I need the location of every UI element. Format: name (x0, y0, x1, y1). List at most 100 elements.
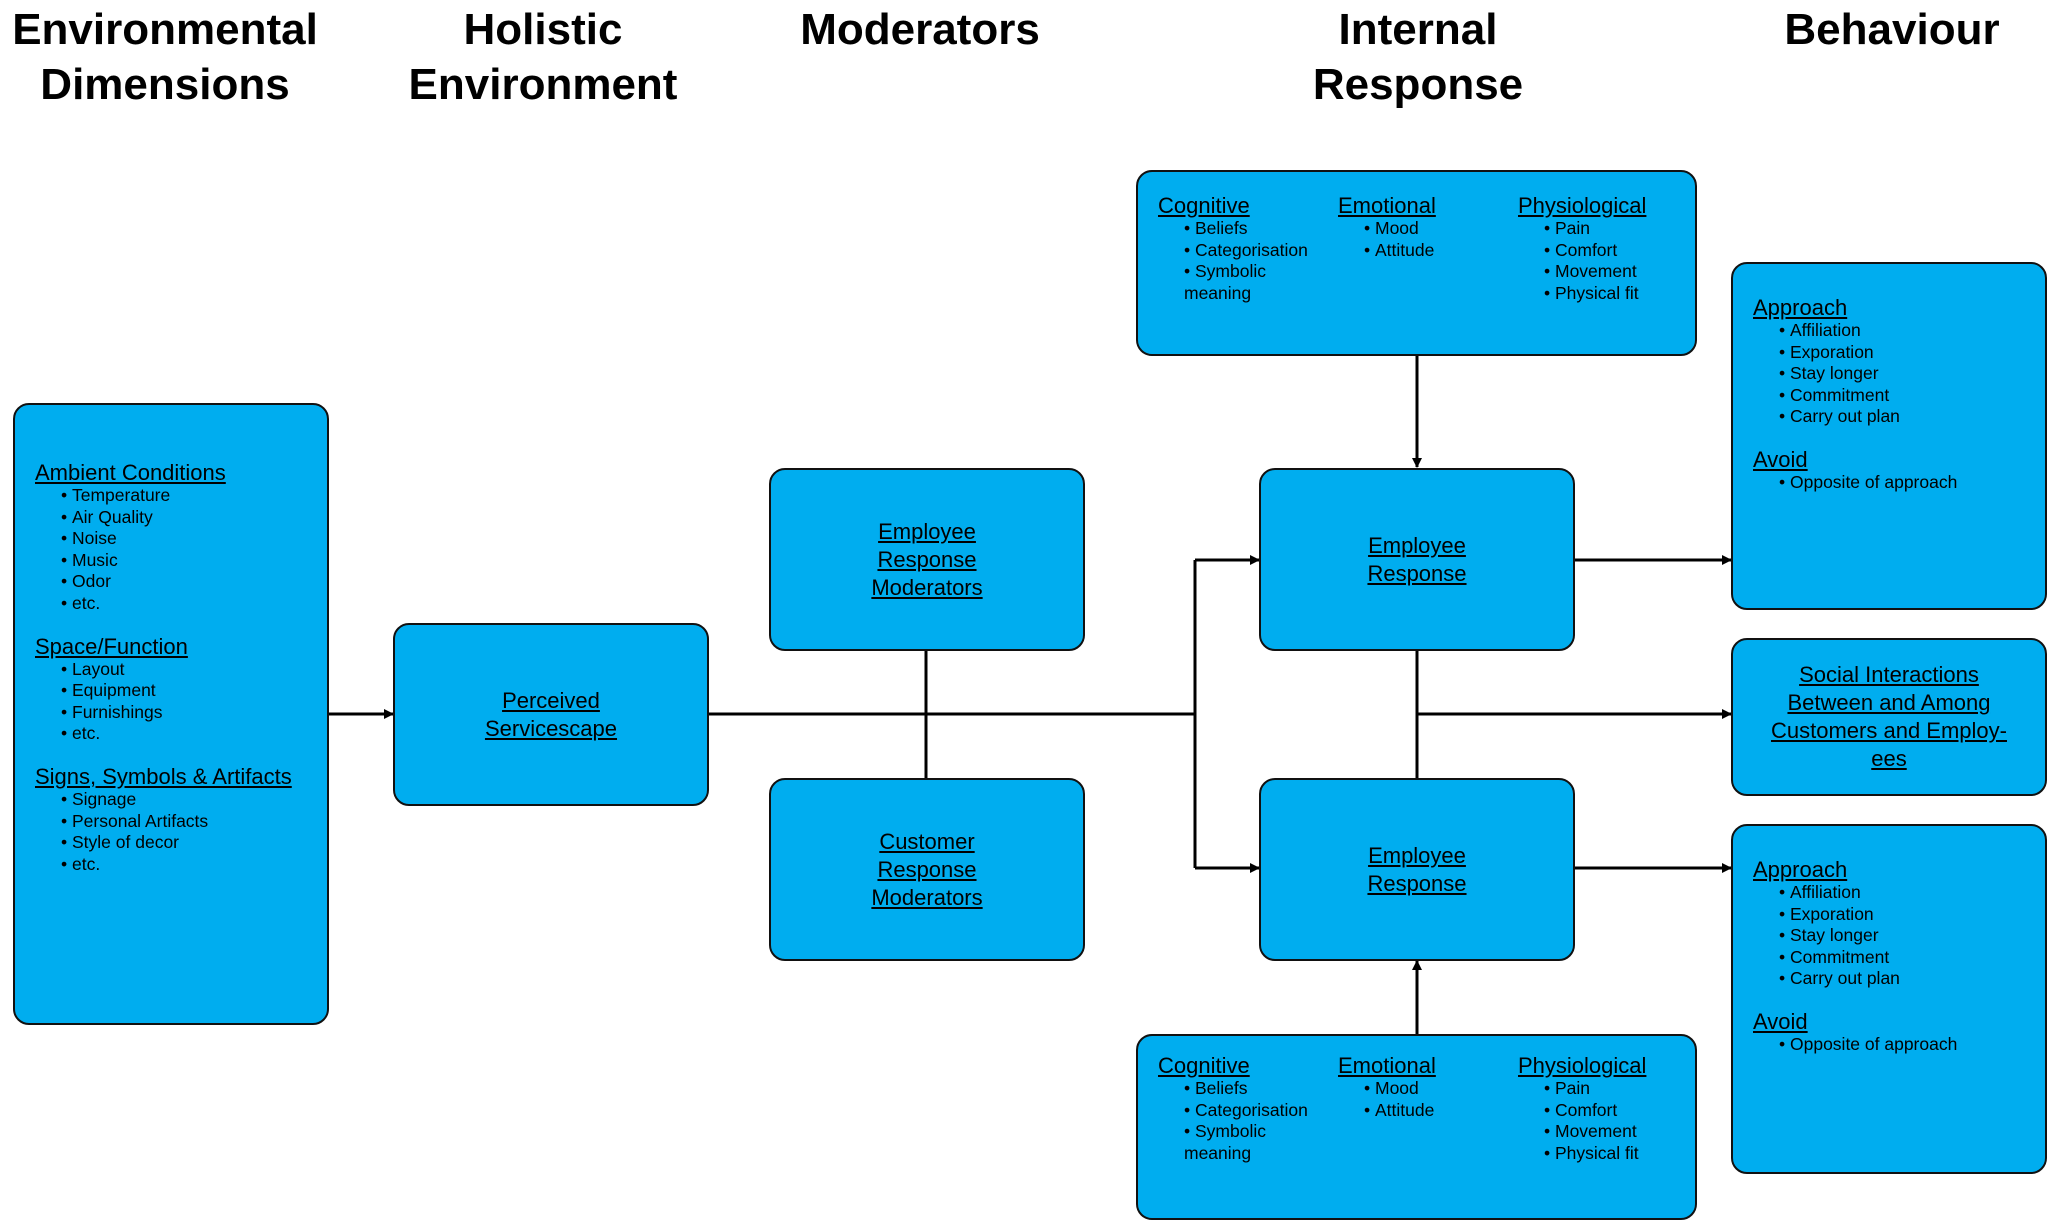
list-item: Carry out plan (1779, 406, 2045, 428)
list-item: Personal Artifacts (61, 811, 327, 833)
employee-response-bottom-label: Employee Response (1367, 842, 1467, 896)
list-item: etc. (61, 854, 327, 876)
list-item: Stay longer (1779, 925, 2045, 947)
heading-internal-response: Internal Response (1312, 5, 1524, 109)
perceived-servicescape-label: Perceived Servicescape (484, 687, 618, 741)
cognitive-title: Cognitive (1158, 1053, 1250, 1078)
list-item: Beliefs (1184, 1078, 1308, 1100)
cognitive-group: Cognitive Beliefs Categorisation Symboli… (1158, 194, 1308, 304)
approach-title: Approach (1753, 857, 1848, 882)
physiological-group: Physiological Pain Comfort Movement Phys… (1518, 194, 1646, 304)
heading-behaviour: Behaviour (1784, 5, 2000, 54)
space-function-title: Space/Function (35, 633, 188, 659)
list-item: Stay longer (1779, 363, 2045, 385)
list-item: Exporation (1779, 904, 2045, 926)
cognitive-tail: meaning (1184, 1142, 1252, 1163)
list-item: Attitude (1364, 1100, 1436, 1122)
cognitive-group: Cognitive Beliefs Categorisation Symboli… (1158, 1054, 1308, 1164)
approach-list: Affiliation Exporation Stay longer Commi… (1753, 882, 2045, 990)
customer-response-moderators-label: Customer Response Moderators (871, 828, 983, 910)
list-item: Noise (61, 528, 327, 550)
list-item: Commitment (1779, 385, 2045, 407)
list-item: Opposite of approach (1779, 1034, 2045, 1056)
list-item: Movement (1544, 1121, 1646, 1143)
heading-moderators: Moderators (800, 5, 1040, 54)
customer-response-moderators-box: Customer Response Moderators (769, 778, 1085, 961)
list-item: Movement (1544, 261, 1646, 283)
cognitive-tail: meaning (1184, 282, 1252, 303)
list-item: Opposite of approach (1779, 472, 2045, 494)
list-item: Affiliation (1779, 882, 2045, 904)
perceived-servicescape-box: Perceived Servicescape (393, 623, 709, 806)
employee-response-moderators-label: Employee Response Moderators (871, 518, 983, 600)
list-item: Symbolic (1184, 1121, 1308, 1143)
list-item: Odor (61, 571, 327, 593)
list-item: Commitment (1779, 947, 2045, 969)
behaviour-top-box: Approach Affiliation Exporation Stay lon… (1731, 262, 2047, 610)
approach-title: Approach (1753, 295, 1848, 320)
list-item: Exporation (1779, 342, 2045, 364)
avoid-title: Avoid (1753, 446, 1808, 472)
list-item: Layout (61, 659, 327, 681)
list-item: Physical fit (1544, 1143, 1646, 1165)
list-item: Affiliation (1779, 320, 2045, 342)
cognitive-list: Beliefs Categorisation Symbolic (1158, 1078, 1308, 1143)
physiological-title: Physiological (1518, 193, 1647, 218)
list-item: Comfort (1544, 1100, 1646, 1122)
avoid-group: Avoid Opposite of approach (1753, 446, 2045, 494)
approach-group: Approach Affiliation Exporation Stay lon… (1753, 858, 2045, 990)
emotional-list: Mood Attitude (1338, 1078, 1436, 1121)
internal-response-top-box: Cognitive Beliefs Categorisation Symboli… (1136, 170, 1697, 356)
emotional-title: Emotional (1338, 1053, 1436, 1078)
list-item: Air Quality (61, 507, 327, 529)
list-item: Beliefs (1184, 218, 1308, 240)
physiological-list: Pain Comfort Movement Physical fit (1518, 1078, 1646, 1164)
avoid-list: Opposite of approach (1753, 472, 2045, 494)
approach-list: Affiliation Exporation Stay longer Commi… (1753, 320, 2045, 428)
emotional-title: Emotional (1338, 193, 1436, 218)
heading-holistic-environment: Holistic Environment (408, 5, 678, 109)
list-item: Pain (1544, 218, 1646, 240)
emotional-group: Emotional Mood Attitude (1338, 1054, 1436, 1121)
social-interactions-label: Social Interactions Between and Among Cu… (1771, 662, 2007, 771)
space-function-group: Space/Function Layout Equipment Furnishi… (35, 633, 327, 745)
employee-response-top-label: Employee Response (1367, 532, 1467, 586)
list-item: Temperature (61, 485, 327, 507)
list-item: Equipment (61, 680, 327, 702)
ambient-conditions-list: Temperature Air Quality Noise Music Odor… (35, 485, 327, 615)
physiological-list: Pain Comfort Movement Physical fit (1518, 218, 1646, 304)
signs-symbols-title: Signs, Symbols & Artifacts (35, 763, 292, 789)
avoid-list: Opposite of approach (1753, 1034, 2045, 1056)
social-interactions-box: Social Interactions Between and Among Cu… (1731, 638, 2047, 796)
employee-response-bottom-box: Employee Response (1259, 778, 1575, 961)
list-item: Style of decor (61, 832, 327, 854)
space-function-list: Layout Equipment Furnishings etc. (35, 659, 327, 745)
list-item: Categorisation (1184, 1100, 1308, 1122)
list-item: Categorisation (1184, 240, 1308, 262)
list-item: Physical fit (1544, 283, 1646, 305)
list-item: Attitude (1364, 240, 1436, 262)
behaviour-bottom-box: Approach Affiliation Exporation Stay lon… (1731, 824, 2047, 1174)
ambient-conditions-group: Ambient Conditions Temperature Air Quali… (35, 461, 327, 615)
list-item: Pain (1544, 1078, 1646, 1100)
list-item: Music (61, 550, 327, 572)
heading-environmental-dimensions: Environmental Dimensions (12, 5, 318, 109)
list-item: etc. (61, 723, 327, 745)
cognitive-list: Beliefs Categorisation Symbolic (1158, 218, 1308, 283)
avoid-group: Avoid Opposite of approach (1753, 1009, 2045, 1056)
list-item: Comfort (1544, 240, 1646, 262)
list-item: Carry out plan (1779, 968, 2045, 990)
emotional-group: Emotional Mood Attitude (1338, 194, 1436, 261)
list-item: etc. (61, 593, 327, 615)
list-item: Mood (1364, 218, 1436, 240)
emotional-list: Mood Attitude (1338, 218, 1436, 261)
employee-response-top-box: Employee Response (1259, 468, 1575, 651)
list-item: Signage (61, 789, 327, 811)
approach-group: Approach Affiliation Exporation Stay lon… (1753, 296, 2045, 428)
list-item: Furnishings (61, 702, 327, 724)
physiological-group: Physiological Pain Comfort Movement Phys… (1518, 1054, 1646, 1164)
signs-symbols-group: Signs, Symbols & Artifacts Signage Perso… (35, 763, 327, 876)
list-item: Symbolic (1184, 261, 1308, 283)
employee-response-moderators-box: Employee Response Moderators (769, 468, 1085, 651)
